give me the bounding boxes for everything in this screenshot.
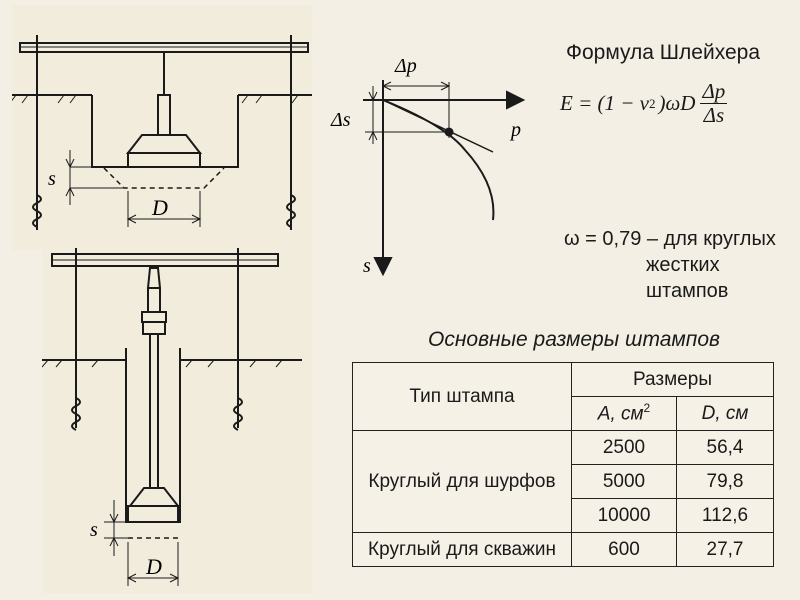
cell-area: 10000: [571, 498, 677, 533]
table-row: 10000 112,6: [353, 498, 774, 533]
formula-numerator: Δp: [700, 79, 728, 105]
header-area: A, см2: [571, 396, 677, 431]
stamp-type-pit: Круглый для шурфов: [352, 430, 572, 533]
label-s-bottom: s: [90, 519, 98, 541]
header-stamp-type: Тип штампа: [352, 362, 572, 431]
load-settlement-graph: Δp Δs p s: [330, 55, 526, 277]
label-delta-p: Δp: [394, 55, 417, 77]
formula-title: Формула Шлейхера: [566, 41, 761, 64]
cell-area: 5000: [571, 464, 677, 499]
omega-note: ω = 0,79 – для круглых жестких штампов: [564, 226, 776, 304]
cell-area: 2500: [571, 430, 677, 465]
formula-denominator: Δs: [703, 103, 725, 128]
label-p-axis: p: [509, 119, 521, 141]
cell-diameter: 27,7: [676, 532, 774, 567]
table-title: Основные размеры штампов: [428, 328, 720, 351]
cell-diameter: 56,4: [676, 430, 774, 465]
table-row: Круглый для шурфов 2500 56,4: [352, 430, 774, 533]
formula-fraction: Δp Δs: [700, 79, 728, 128]
formula-exponent: 2: [648, 95, 656, 111]
cell-diameter: 112,6: [676, 498, 774, 533]
omega-note-line3: штампов: [646, 280, 729, 302]
label-d-top: D: [151, 195, 168, 220]
borehole-test-diagram-panel: s D: [41, 238, 312, 593]
pit-test-diagram: s D: [9, 35, 312, 230]
omega-note-line2: жестких: [646, 254, 720, 276]
header-diameter: D, см: [676, 396, 774, 431]
label-s-top: s: [48, 168, 56, 190]
table-header-row: Тип штампа Размеры: [352, 362, 774, 431]
table-row: Круглый для скважин 600 27,7: [352, 532, 774, 567]
table-row: 5000 79,8: [353, 464, 774, 499]
label-s-axis: s: [363, 255, 371, 277]
cell-area: 600: [571, 532, 677, 567]
borehole-test-diagram: s D: [41, 248, 302, 586]
stamp-dimensions-table: Тип штампа Размеры A, см2 D, см Круглый …: [352, 362, 774, 567]
formula-lhs: E = (1 − ν: [560, 91, 649, 116]
stamp-type-borehole: Круглый для скважин: [352, 532, 572, 567]
cell-diameter: 79,8: [676, 464, 774, 499]
header-sizes: Размеры: [571, 362, 774, 397]
label-delta-s: Δs: [330, 109, 351, 131]
label-d-bottom: D: [145, 554, 162, 579]
formula-mid: )ωD: [658, 91, 696, 116]
load-settlement-graph-panel: Δp Δs p s: [325, 40, 545, 290]
pit-test-diagram-panel: s D: [9, 5, 312, 250]
omega-note-line1: ω = 0,79 – для круглых: [564, 228, 776, 250]
